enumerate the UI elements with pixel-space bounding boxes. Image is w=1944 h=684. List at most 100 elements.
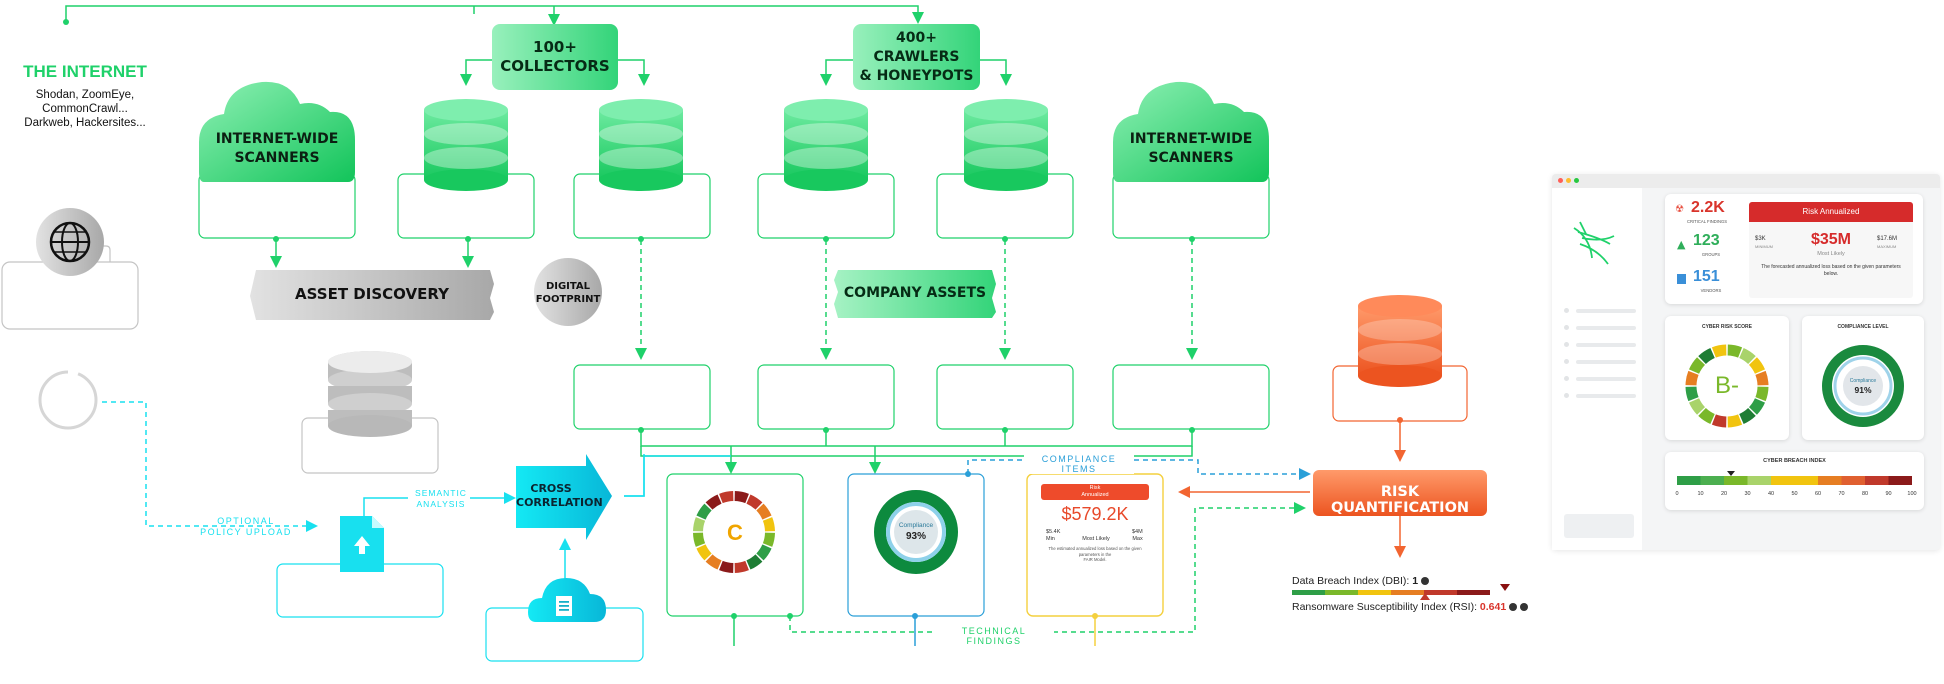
collectors-line2: COLLECTORS — [500, 57, 610, 75]
sidebar-item[interactable] — [1564, 376, 1636, 382]
document-upload-icon — [340, 516, 384, 572]
cloud-icon — [1113, 81, 1269, 182]
collectors-line1: 100+ — [533, 38, 577, 56]
scale-tick-label: 0 — [1675, 491, 1678, 497]
footprint-line2: FOOTPRINT — [535, 294, 601, 305]
scale-tick-label: 40 — [1768, 491, 1774, 497]
card-risk-min-value: $5.4K — [1046, 529, 1061, 535]
sidebar-bar — [1576, 360, 1636, 364]
risk-score-donut — [693, 491, 775, 573]
summary-card: ☢ 2.2K CRITICAL FINDINGS ▲ 123 GROUPS 15… — [1665, 194, 1923, 304]
scale-tick-label: 30 — [1744, 491, 1750, 497]
info-icon[interactable] — [1421, 577, 1429, 586]
sidebar-item[interactable] — [1564, 359, 1636, 365]
donut-segment — [696, 503, 712, 520]
donut-segment — [696, 544, 712, 561]
minimize-dot[interactable] — [1566, 178, 1571, 183]
donut-segment — [1748, 398, 1766, 415]
card-risk-max-label: Max — [1132, 536, 1143, 542]
sidebar-item[interactable] — [1564, 342, 1636, 348]
sidebar-item[interactable] — [1564, 308, 1636, 314]
sidebar-bar — [1576, 343, 1636, 347]
optional-line1: OPTIONAL — [217, 516, 275, 526]
risk-note: The forecasted annualized loss based on … — [1761, 264, 1901, 277]
window-titlebar — [1552, 174, 1940, 188]
sidebar-dot — [1564, 376, 1569, 381]
card-risk-note: The estimated annualized loss based on t… — [1042, 546, 1148, 563]
donut-segment — [1685, 370, 1699, 386]
info-icon[interactable] — [1509, 603, 1518, 612]
donut-segment — [705, 494, 722, 510]
semantic-line1: SEMANTIC — [415, 488, 467, 498]
sidebar-item[interactable] — [1564, 393, 1636, 399]
scale-segment — [1747, 476, 1771, 485]
risk-min-value: $3K — [1755, 236, 1766, 242]
cross-line1: CROSS — [530, 482, 572, 495]
sidebar-footer-item[interactable] — [1564, 514, 1634, 538]
crawlers-line2: & HONEYPOTS — [859, 67, 974, 84]
database-icon — [424, 99, 508, 191]
compliance-card: COMPLIANCE LEVEL Compliance 91% — [1802, 316, 1924, 440]
donut-segment — [762, 517, 775, 532]
card-grade-letter: C — [727, 520, 743, 545]
cloud-icon — [199, 81, 355, 182]
cloud-document-icon — [528, 578, 606, 622]
donut-segment — [1688, 398, 1706, 415]
card-risk-header-line2: Annualized — [1081, 492, 1109, 498]
donut-segment — [693, 517, 706, 532]
risk-min-label: MINIMUM — [1755, 244, 1773, 249]
card-risk-max-value: $4M — [1132, 529, 1143, 535]
risk-panel-title: Risk Annualized — [1749, 202, 1913, 222]
risk-min: $3K MINIMUM — [1755, 236, 1773, 250]
donut-segment — [1748, 357, 1766, 374]
risk-quantification-label: RISK QUANTIFICATION — [1330, 484, 1470, 516]
compliance-value: 91% — [1854, 385, 1872, 395]
donut-segment — [1698, 347, 1715, 365]
rsi-label: Ransomware Susceptibility Index (RSI): — [1292, 601, 1477, 613]
dbi-value: 1 — [1412, 575, 1419, 587]
index-segment — [1358, 590, 1391, 595]
scanners-right-line2: SCANNERS — [1148, 150, 1234, 166]
donut-segment — [1685, 386, 1699, 402]
scanners-left-line2: SCANNERS — [234, 150, 320, 166]
donut-segment — [693, 532, 706, 547]
index-segment — [1391, 590, 1424, 595]
company-assets-label: COMPANY ASSETS — [843, 285, 987, 301]
card-compliance-value: 93% — [905, 531, 926, 542]
donut-segment — [1698, 407, 1715, 425]
donut-segment — [1755, 386, 1769, 402]
dashboard-window: ☢ 2.2K CRITICAL FINDINGS ▲ 123 GROUPS 15… — [1552, 174, 1940, 550]
scale-tick-label: 50 — [1791, 491, 1797, 497]
breach-index-title: CYBER BREACH INDEX — [1763, 458, 1826, 464]
donut-segment — [1711, 414, 1727, 428]
sidebar-bar — [1576, 309, 1636, 313]
internet-title: THE INTERNET — [23, 62, 147, 81]
donut-segment — [734, 491, 749, 504]
cross-line2: CORRELATION — [516, 496, 603, 509]
donut-segment — [705, 554, 722, 570]
sidebar-item[interactable] — [1564, 325, 1636, 331]
cyber-risk-grade: B- — [1715, 372, 1739, 399]
card-risk-likely: Most Likely — [1082, 536, 1110, 542]
help-icon[interactable] — [1520, 603, 1529, 612]
index-segment — [1292, 590, 1325, 595]
close-dot[interactable] — [1558, 178, 1563, 183]
scale-tick-label: 10 — [1697, 491, 1703, 497]
sidebar-dot — [1564, 393, 1569, 398]
scanners-left-line1: INTERNET-WIDE — [215, 131, 339, 147]
donut-segment — [734, 560, 749, 573]
maximize-dot[interactable] — [1574, 178, 1579, 183]
critical-label: CRITICAL FINDINGS — [1686, 219, 1728, 224]
dbi-label: Data Breach Index (DBI): — [1292, 575, 1410, 587]
sidebar-dot — [1564, 342, 1569, 347]
donut-segment — [1711, 344, 1727, 358]
donut-segment — [1727, 414, 1743, 428]
scanners-right-line1: INTERNET-WIDE — [1129, 131, 1253, 147]
